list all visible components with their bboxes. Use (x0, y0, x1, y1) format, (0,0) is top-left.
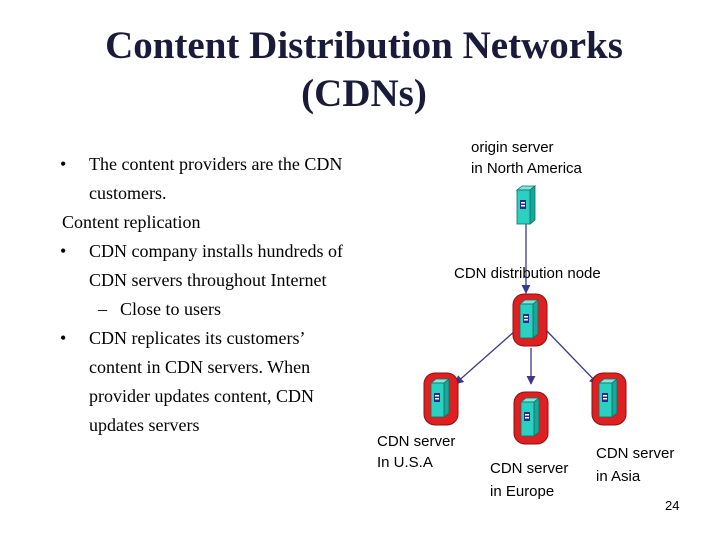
asia-server-label-2: in Asia (596, 468, 641, 485)
asia-server-icon (591, 372, 627, 426)
usa-server-label-2: In U.S.A (377, 454, 433, 471)
arrow-node-to-asia (545, 329, 599, 385)
section-heading-replication: Content replication (62, 212, 201, 232)
usa-server-label-1: CDN server (377, 433, 456, 450)
sub-bullet-text: Close to users (120, 299, 221, 319)
page-title: Content Distribution Networks (CDNs) (0, 22, 728, 118)
origin-server-label-2: in North America (471, 160, 582, 177)
europe-server-label-2: in Europe (490, 483, 555, 500)
sub-bullet-close-to-users: – Close to users (60, 295, 360, 324)
bullet-dot: • (60, 241, 67, 261)
distribution-node-icon (512, 293, 548, 347)
asia-server-label-1: CDN server (596, 445, 675, 462)
title-line-2: (CDNs) (301, 72, 427, 115)
bullet-text-replicates: CDN replicates its customers’ content in… (89, 328, 314, 435)
bullet-item-customers: • The content providers are the CDN cust… (60, 150, 360, 208)
bullet-dot: • (60, 154, 67, 174)
distribution-node-label: CDN distribution node (454, 265, 601, 282)
bullet-text-customers: The content providers are the CDN custom… (89, 154, 343, 203)
europe-server-label-1: CDN server (490, 460, 569, 477)
bullet-item-replicates: • CDN replicates its customers’ content … (60, 324, 360, 440)
usa-server-icon (423, 372, 459, 426)
page-number: 24 (665, 498, 680, 513)
origin-server-icon (516, 185, 536, 225)
arrow-node-to-usa (454, 329, 517, 385)
bullet-text-installs: CDN company installs hundreds of CDN ser… (89, 241, 343, 290)
bullet-dot: • (60, 328, 67, 348)
bullet-list: • The content providers are the CDN cust… (60, 150, 360, 440)
sub-bullet-dash: – (98, 299, 107, 319)
europe-server-icon (513, 391, 549, 445)
origin-server-label-1: origin server (471, 139, 554, 156)
bullet-item-installs: • CDN company installs hundreds of CDN s… (60, 237, 360, 295)
title-line-1: Content Distribution Networks (105, 24, 623, 67)
